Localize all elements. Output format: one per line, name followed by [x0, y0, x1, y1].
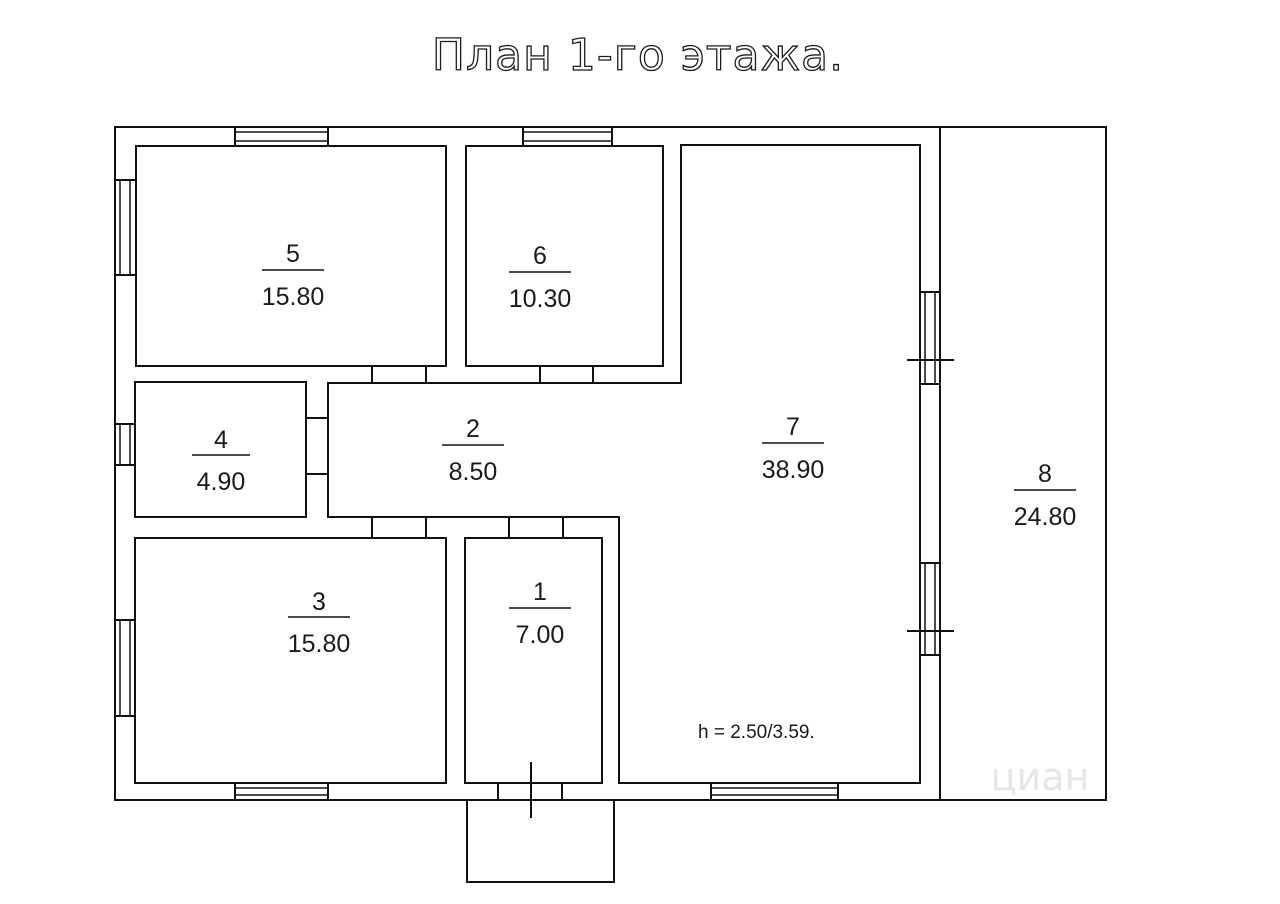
room-label-5: 5 15.80 — [262, 240, 325, 311]
room-5-outline — [135, 145, 447, 367]
room-area: 24.80 — [1014, 503, 1077, 531]
room-number: 8 — [1038, 460, 1052, 488]
door-7-8-lower — [907, 562, 954, 656]
window-top-6 — [522, 127, 613, 146]
room-area: 8.50 — [449, 458, 498, 486]
windows — [115, 127, 839, 800]
room-number: 7 — [786, 413, 800, 441]
entrance-porch — [466, 762, 615, 883]
room-area: 15.80 — [288, 630, 351, 658]
window-bottom-3 — [234, 783, 329, 800]
room-area: 7.00 — [516, 621, 565, 649]
room-number: 1 — [533, 578, 547, 606]
room-label-4: 4 4.90 — [192, 426, 250, 496]
door-openings — [306, 366, 594, 538]
room-label-6: 6 10.30 — [509, 242, 572, 313]
room-area: 38.90 — [762, 456, 825, 484]
window-left-5 — [115, 179, 135, 276]
room-number: 2 — [466, 415, 480, 443]
room-label-3: 3 15.80 — [288, 588, 351, 658]
plan-title: План 1-го этажа. — [432, 30, 844, 81]
window-top-5 — [234, 127, 329, 146]
room-4-outline — [134, 381, 307, 518]
room-area: 15.80 — [262, 283, 325, 311]
room-label-7: 7 38.90 — [762, 413, 825, 484]
window-left-3 — [115, 619, 135, 717]
room-number: 4 — [214, 426, 228, 454]
rooms-2-7-outline — [327, 144, 921, 784]
room-number: 3 — [312, 588, 326, 616]
room-area: 10.30 — [509, 285, 572, 313]
room-6-outline — [465, 145, 664, 367]
room-number: 6 — [533, 242, 547, 270]
ceiling-height-note: h = 2.50/3.59. — [698, 722, 815, 743]
room-label-1: 1 7.00 — [509, 578, 571, 649]
door-7-8-upper — [907, 291, 954, 385]
room-3-outline — [134, 537, 447, 784]
outer-walls — [114, 126, 1107, 801]
room-number: 5 — [286, 240, 300, 268]
room-label-2: 2 8.50 — [442, 415, 504, 486]
room-1-outline — [464, 537, 603, 784]
watermark: циан — [991, 755, 1090, 799]
window-bottom-7 — [710, 783, 839, 800]
room-area: 4.90 — [197, 468, 246, 496]
room-label-8: 8 24.80 — [1014, 460, 1077, 531]
window-left-4 — [115, 423, 135, 466]
